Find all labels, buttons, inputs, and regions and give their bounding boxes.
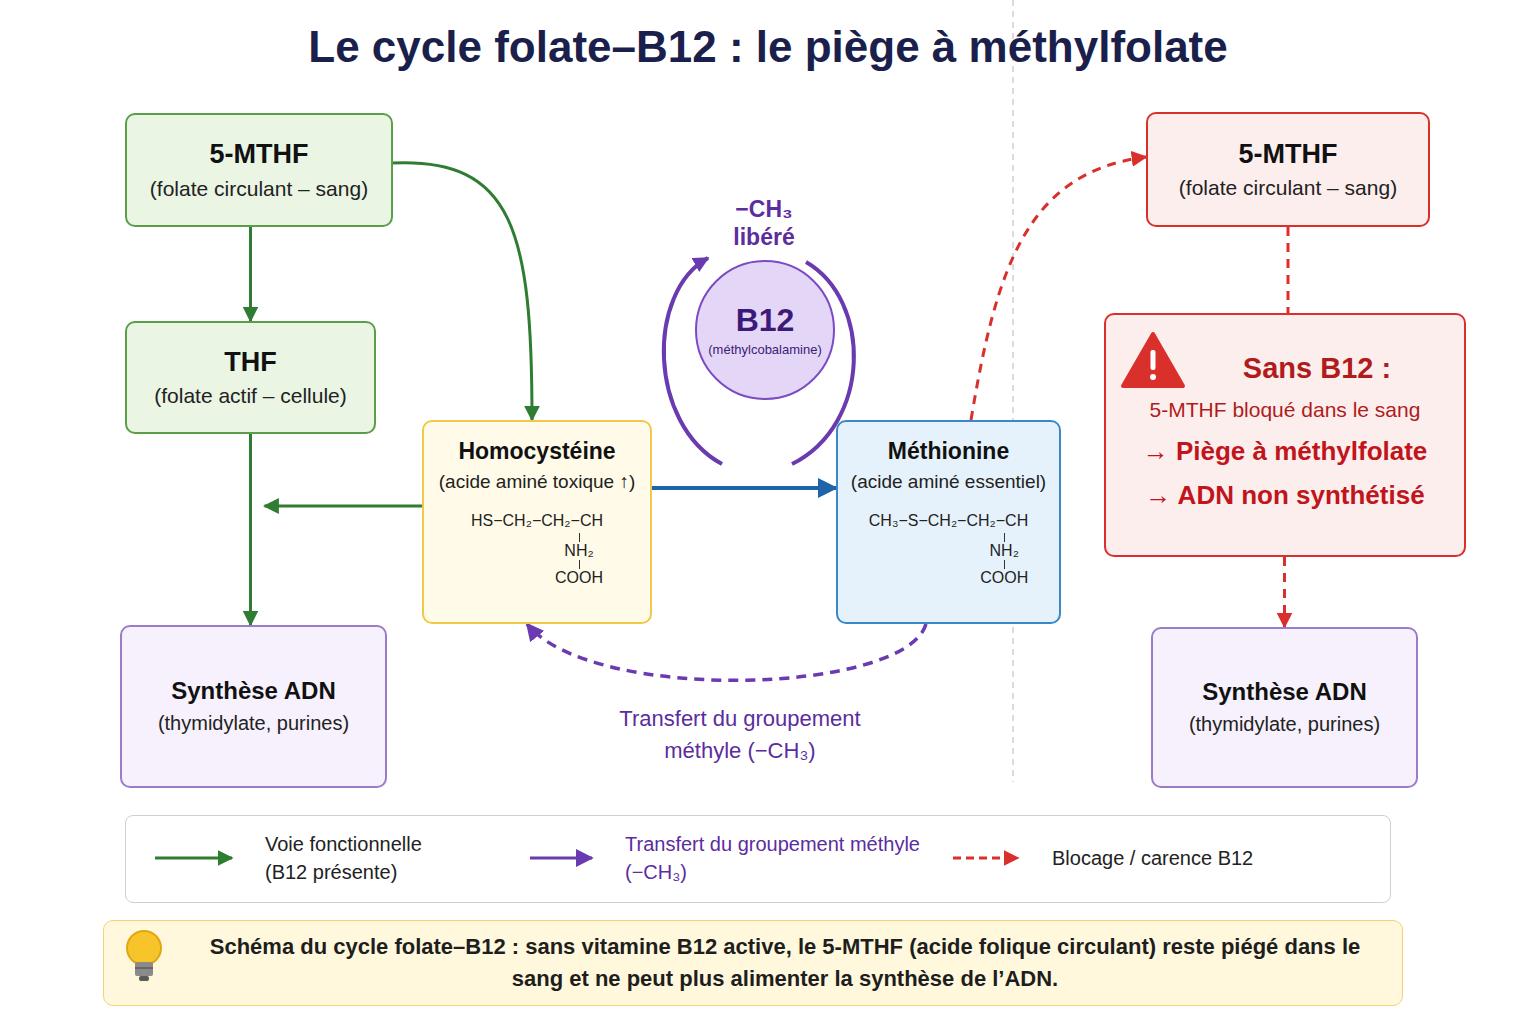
chemical-formula: CH₃−S−CH₂−CH₂−CH — [869, 512, 1028, 530]
node-text: 5-MTHF bloqué dans le sang — [1150, 396, 1421, 423]
legend-text: Transfert du groupement méthyle (−CH₃) — [625, 830, 925, 886]
node-text: (folate circulant – sang) — [1179, 174, 1397, 201]
node-subtitle: (acide aminé essentiel) — [851, 470, 1046, 495]
node-heading: Homocystéine — [458, 438, 615, 466]
caption-text: Schéma du cycle folate–B12 : sans vitami… — [190, 931, 1380, 995]
node-text: (thymidylate, purines) — [1189, 711, 1380, 737]
chemical-formula: COOH — [980, 569, 1028, 587]
folate-box: THF (folate actif – cellule) — [125, 321, 376, 434]
connector — [393, 163, 532, 420]
chemical-formula: NH₂ — [564, 542, 593, 560]
connector — [1283, 557, 1286, 627]
dna-box: Synthèse ADN (thymidylate, purines) — [1151, 627, 1418, 788]
methyl-label: −CH₃ libéré — [716, 196, 812, 251]
edge-label: Transfert du groupement méthyle (−CH₃) — [590, 703, 890, 767]
legend-sample — [155, 857, 232, 860]
caption-box — [103, 920, 1403, 1006]
legend-sample — [953, 857, 1018, 860]
connector — [249, 227, 252, 321]
formula-branch: NH₂ COOH — [555, 531, 603, 588]
folate-box: 5-MTHF (folate circulant – sang) — [125, 113, 393, 227]
chemical-formula: NH₂ — [990, 542, 1019, 560]
node-subtitle: (acide aminé toxique ↑) — [439, 470, 635, 495]
formula: HS−CH₂−CH₂−CH NH₂ COOH — [471, 512, 603, 587]
node-heading: 5-MTHF — [210, 138, 309, 170]
connector — [249, 434, 252, 625]
amino-acid-box: Homocystéine (acide aminé toxique ↑) HS−CH… — [422, 420, 652, 624]
folate-box: 5-MTHF (folate circulant – sang) — [1146, 112, 1430, 227]
legend-text: Blocage / carence B12 — [1052, 844, 1352, 872]
node-heading: 5-MTHF — [1239, 138, 1338, 170]
node-heading: Synthèse ADN — [171, 677, 335, 706]
chemical-formula: HS−CH₂−CH₂−CH — [471, 512, 603, 530]
node-heading: THF — [224, 346, 276, 378]
legend-sample — [530, 857, 592, 860]
formula: CH₃−S−CH₂−CH₂−CH NH₂ COOH — [869, 512, 1028, 587]
dna-box: Synthèse ADN (thymidylate, purines) — [120, 625, 387, 788]
node-text: (méthylcobalamine) — [708, 342, 821, 358]
diagram-title: Le cycle folate–B12 : le piège à méthylf… — [0, 22, 1536, 72]
node-text: (thymidylate, purines) — [158, 710, 349, 736]
divider-line — [1012, 0, 1014, 782]
warning-box: Sans B12 : 5-MTHF bloqué dans le sang → Pi… — [1104, 313, 1466, 557]
formula-branch: NH₂ COOH — [980, 531, 1028, 588]
bond-line — [579, 560, 580, 569]
vitamin-circle: B12 (méthylcobalamine) — [695, 260, 835, 400]
node-text: (folate circulant – sang) — [150, 175, 368, 202]
node-heading: Sans B12 : — [1179, 351, 1391, 386]
node-text: (folate actif – cellule) — [154, 382, 347, 409]
connector — [652, 486, 836, 490]
node-text: → Piège à méthylfolate — [1143, 435, 1428, 469]
node-heading: Synthèse ADN — [1202, 678, 1366, 707]
connector — [265, 505, 423, 508]
chemical-formula: COOH — [555, 569, 603, 587]
node-text: → ADN non synthétisé — [1145, 479, 1424, 513]
bond-line — [1004, 533, 1005, 542]
connector — [1287, 227, 1290, 313]
bulb-icon — [127, 931, 161, 981]
legend-text: Voie fonctionnelle (B12 présente) — [265, 830, 460, 886]
connector — [527, 624, 926, 680]
amino-acid-box: Méthionine (acide aminé essentiel) CH₃−S−C… — [836, 420, 1061, 624]
bond-line — [579, 533, 580, 542]
node-heading: B12 — [736, 303, 795, 338]
bond-line — [1004, 560, 1005, 569]
node-heading: Méthionine — [888, 438, 1009, 466]
